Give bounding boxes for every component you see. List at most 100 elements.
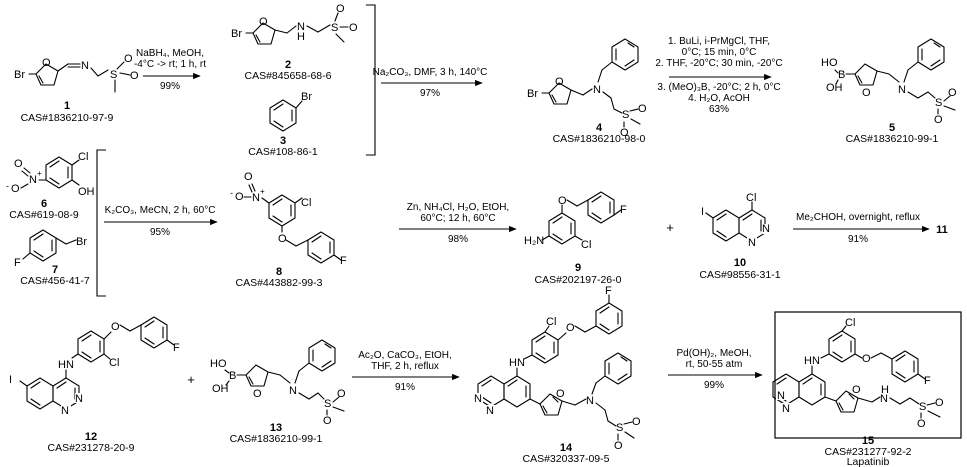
atom-label: N: [762, 223, 770, 235]
atom-label: O: [111, 321, 120, 333]
atom-label: S: [616, 422, 623, 434]
atom-label: Br: [301, 91, 312, 103]
atom-label: H: [297, 31, 305, 43]
step2-yield: 97%: [420, 88, 440, 99]
compound-13-number: 13: [270, 422, 282, 434]
atom-label: O: [556, 388, 565, 400]
atom-label: N: [777, 390, 785, 402]
compound-1-number: 1: [64, 100, 70, 112]
compound-9-cas: CAS#202197-26-0: [535, 274, 622, 286]
compound-1-cas: CAS#1836210-97-9: [21, 112, 114, 124]
compound-7-structure: F Br: [14, 229, 87, 269]
atom-label: O: [244, 171, 253, 183]
atom-label: N: [61, 405, 69, 417]
compound-15-structure: Cl O F HN N N O N H: [772, 317, 944, 430]
compound-7-cas: CAS#456-41-7: [20, 275, 90, 287]
right-bracket: [366, 4, 376, 156]
atom-label: B: [838, 69, 845, 81]
atom-label: N: [81, 60, 89, 72]
atom-label: OH: [212, 383, 229, 395]
compound-5-cas: CAS#1836210-99-1: [846, 133, 939, 145]
step8-conditions: rt, 50-55 atm: [686, 359, 743, 370]
atom-label: N: [748, 237, 756, 249]
atom-label: O: [852, 384, 861, 396]
compound-8-number: 8: [276, 266, 282, 278]
step1-yield: 99%: [160, 81, 180, 92]
compound-15-cas: CAS#231277-92-2: [825, 446, 912, 458]
atom-label: Br: [14, 69, 25, 81]
atom-label: H: [881, 384, 889, 396]
atom-label: H₂N: [524, 235, 544, 247]
step8-yield: 99%: [704, 380, 724, 391]
atom-label: -: [230, 188, 233, 198]
atom-label: N: [289, 385, 297, 397]
compound-8-cas: CAS#443882-99-3: [236, 277, 323, 289]
atom-label: N: [486, 405, 494, 417]
compound-5-structure: HO B OH O N S O O: [821, 38, 957, 126]
atom-label: Cl: [581, 239, 591, 251]
compound-7-number: 7: [52, 264, 58, 276]
step1-reagents: NaBH₄, MeOH,: [136, 48, 204, 59]
step1-conditions: -4°C -> rt; 1 h, rt: [134, 59, 206, 70]
atom-label: N: [29, 174, 37, 186]
atom-label: N: [782, 403, 790, 415]
step6-reagents: Me₂CHOH, overnight, reflux: [796, 212, 920, 223]
step3-line1: 1. BuLi, i-PrMgCl, THF,: [668, 36, 770, 47]
step4-yield: 95%: [150, 227, 170, 238]
atom-label: HO: [210, 358, 227, 370]
compound-13-cas: CAS#1836210-99-1: [230, 433, 323, 445]
atom-label: O: [620, 127, 629, 139]
compound-10-cas: CAS#98556-31-1: [699, 269, 780, 281]
atom-label: -: [6, 181, 9, 191]
atom-label: O: [917, 418, 926, 430]
atom-label: O: [259, 16, 268, 28]
compound-6-structure: O N + - O Cl OH: [6, 151, 95, 198]
atom-label: N: [586, 395, 594, 407]
atom-label: F: [605, 285, 612, 297]
atom-label: I: [701, 206, 704, 218]
compound-2-cas: CAS#845658-68-6: [245, 70, 332, 82]
atom-label: Br: [231, 28, 242, 40]
compound-8-structure: O O - N + Cl O F: [230, 171, 347, 267]
atom-label: N: [297, 21, 305, 33]
step2-reagents: Na₂CO₃, DMF, 3 h, 140°C: [373, 67, 488, 78]
compound-1-structure: Br O N S O O: [14, 53, 139, 93]
atom-label: OH: [78, 186, 95, 198]
atom-label: Cl: [746, 192, 756, 204]
atom-label: N: [898, 84, 906, 96]
atom-label: O: [935, 397, 944, 409]
compound-2-number: 2: [285, 59, 291, 71]
compound-13-structure: HO B OH O N S O O: [210, 339, 346, 427]
atom-label: Cl: [78, 151, 88, 163]
compound-15-number: 15: [862, 435, 874, 447]
compound-15-name: Lapatinib: [847, 456, 890, 467]
atom-label: O: [11, 183, 20, 195]
atom-label: S: [110, 69, 117, 81]
atom-label: F: [620, 204, 627, 216]
step5-yield: 98%: [448, 234, 468, 245]
step6-yield: 91%: [848, 234, 868, 245]
compound-14-structure: F O Cl HN N N O N: [474, 285, 641, 452]
atom-label: O: [934, 114, 943, 126]
atom-label: O: [42, 57, 51, 69]
atom-label: B: [229, 370, 236, 382]
atom-label: Br: [527, 88, 538, 100]
atom-label: O: [349, 22, 358, 34]
atom-label: O: [862, 353, 871, 365]
atom-label: O: [555, 76, 564, 88]
step5-conditions: 60°C; 12 h, 60°C: [420, 213, 495, 224]
atom-label: Cl: [546, 316, 556, 328]
step3-yield: 63%: [709, 104, 729, 115]
atom-label: O: [253, 388, 262, 400]
compound-9-number: 9: [575, 262, 581, 274]
compound-11-number: 11: [936, 224, 948, 236]
atom-label: F: [340, 255, 347, 267]
atom-label: N: [880, 393, 888, 405]
atom-label: S: [935, 97, 942, 109]
compound-10-number: 10: [734, 257, 746, 269]
compound-4-structure: Br O N S O O: [527, 38, 647, 139]
atom-label: S: [622, 109, 629, 121]
atom-label: N: [252, 192, 260, 204]
atom-label: O: [278, 233, 287, 245]
